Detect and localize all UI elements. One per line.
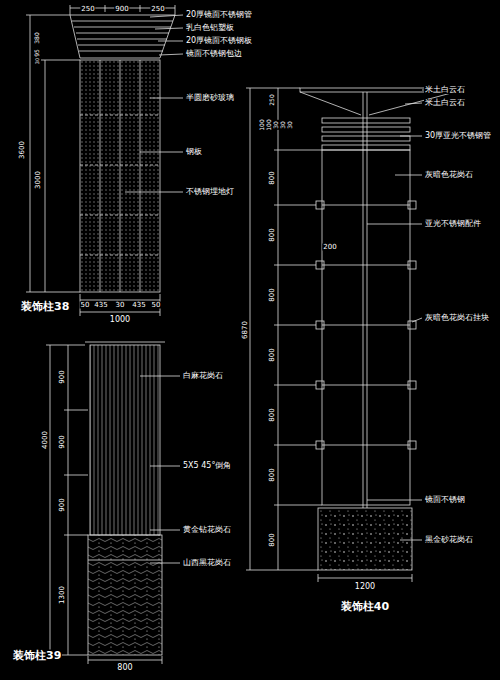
dimension: 250 <box>80 6 95 13</box>
callout-label: 米土白云石 <box>424 86 466 94</box>
callout-label: 20厚镜面不锈钢板 <box>185 37 253 45</box>
dimension: 4000 <box>42 430 49 450</box>
dimension: 435 <box>93 302 108 309</box>
dimension: 1300 <box>59 585 66 605</box>
dimension: 380 <box>34 31 40 44</box>
callout-label: 灰暗色花岗石挂块 <box>424 314 490 322</box>
callout-label: 山西黑花岗石 <box>182 559 232 567</box>
drawing-title: 装饰柱38 <box>20 301 70 312</box>
drawing-title: 装饰柱40 <box>340 601 390 612</box>
dimension: 800 <box>269 532 276 547</box>
dimension: 900 <box>59 369 66 384</box>
dimension: 3600 <box>19 140 26 160</box>
callout-label: 亚光不锈钢配件 <box>424 220 482 228</box>
callout-label: 白麻花岗石 <box>182 372 224 380</box>
dimension: 900 <box>59 434 66 449</box>
callout-label: 5X5 45°倒角 <box>182 462 232 470</box>
callout-label: 米土白云石 <box>424 99 466 107</box>
dimension: 100 <box>266 118 272 131</box>
dimension: 30 <box>273 120 279 130</box>
dimension: 200 <box>322 244 337 251</box>
dimension: 800 <box>269 227 276 242</box>
callout-label: 半圆磨砂玻璃 <box>185 94 235 102</box>
dimension: 900 <box>59 497 66 512</box>
callout-label: 不锈钢埋地灯 <box>185 188 235 196</box>
callout-label: 20厚镜面不锈钢管 <box>185 11 253 19</box>
dimension: 800 <box>269 467 276 482</box>
dimension: 6870 <box>242 320 249 340</box>
dimension: 900 <box>114 6 129 13</box>
dimension: 250 <box>269 93 275 106</box>
dimension: 800 <box>269 347 276 362</box>
dimension: 30 <box>287 120 293 130</box>
dimension: 800 <box>269 407 276 422</box>
dimension: 30 <box>35 57 40 65</box>
callout-label: 钢板 <box>185 148 203 156</box>
dimension: 800 <box>116 664 133 672</box>
callout-label: 黑金砂花岗石 <box>424 536 474 544</box>
callout-label: 镜面不锈钢 <box>424 496 466 504</box>
dimension: 30 <box>280 120 286 130</box>
callout-label: 灰暗色花岗石 <box>424 171 474 179</box>
dimension: 50 <box>80 302 91 309</box>
dimension: 250 <box>150 6 165 13</box>
drawing-title: 装饰柱39 <box>12 650 62 661</box>
callout-label: 黄金钻花岗石 <box>182 526 232 534</box>
callout-label: 乳白色铝塑板 <box>185 24 235 32</box>
dimension: 3000 <box>35 170 42 190</box>
dimension: 1200 <box>354 583 376 591</box>
dimension: 435 <box>131 302 146 309</box>
dimension: 1000 <box>109 316 131 324</box>
dimension: 800 <box>269 287 276 302</box>
callout-label: 30厚亚光不锈钢管 <box>424 132 492 140</box>
callout-label: 镜面不锈钢包边 <box>185 50 243 58</box>
dimension: 50 <box>151 302 162 309</box>
dimension: 30 <box>115 302 126 309</box>
dimension: 100 <box>259 118 265 131</box>
dimension: 800 <box>269 170 276 185</box>
